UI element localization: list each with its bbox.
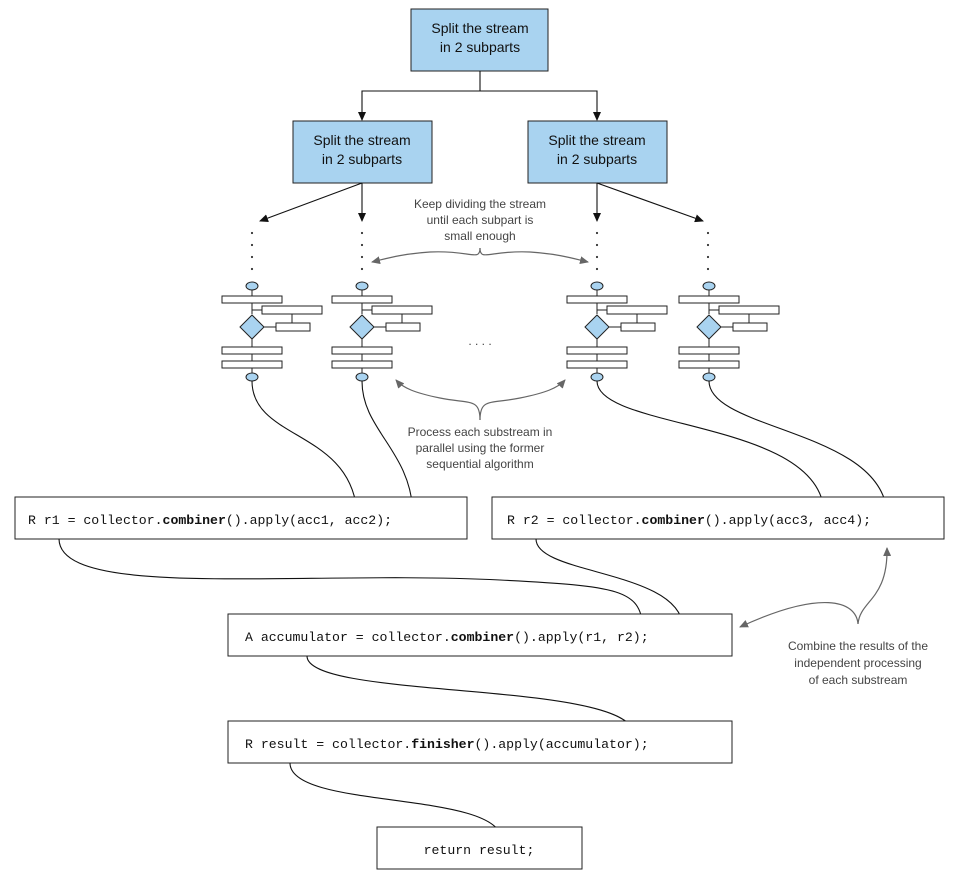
svg-text:R r1 = collector.combiner().ap: R r1 = collector.combiner().apply(acc1, … [28, 513, 392, 528]
code-box-finisher: R result = collector.finisher().apply(ac… [227, 720, 733, 764]
svg-text:Split the stream: Split the stream [548, 132, 645, 148]
svg-text:R r2 = collector.combiner().ap: R r2 = collector.combiner().apply(acc3, … [507, 513, 871, 528]
dotted-continuation [250, 231, 710, 271]
flow-to-acc1 [251, 380, 361, 513]
split-box-right: Split the stream in 2 subparts [527, 120, 668, 184]
connector-top-right [480, 90, 601, 121]
code-box-return: return result; [376, 826, 583, 870]
note-process-substream: Process each substream in parallel using… [395, 379, 566, 471]
svg-text:small enough: small enough [444, 229, 515, 243]
split-box-top: Split the stream in 2 subparts [410, 8, 549, 72]
svg-text:A accumulator = collector.comb: A accumulator = collector.combiner().app… [245, 630, 649, 645]
finisher-to-return [289, 762, 506, 841]
flow-to-acc2 [361, 380, 417, 513]
svg-text:return result;: return result; [424, 843, 535, 858]
flowchart-substream-3 [566, 281, 668, 382]
note-keep-dividing: Keep dividing the stream until each subp… [371, 197, 589, 265]
svg-text:sequential algorithm: sequential algorithm [426, 457, 533, 471]
flow-to-acc4 [708, 380, 891, 513]
svg-text:independent processing: independent processing [794, 656, 921, 670]
svg-text:of each substream: of each substream [809, 673, 908, 687]
flow-to-acc3 [596, 380, 828, 513]
accumulator-to-finisher [306, 655, 638, 735]
connector-top-left [358, 71, 481, 121]
ellipsis: . . . . [468, 334, 491, 348]
svg-text:Split the stream: Split the stream [313, 132, 410, 148]
svg-text:R result = collector.finisher(: R result = collector.finisher().apply(ac… [245, 737, 649, 752]
svg-text:Process each substream in: Process each substream in [408, 425, 553, 439]
code-box-accumulator: A accumulator = collector.combiner().app… [227, 613, 733, 657]
svg-text:Combine the results of the: Combine the results of the [788, 639, 928, 653]
svg-text:in 2 subparts: in 2 subparts [440, 39, 520, 55]
svg-text:Split the stream: Split the stream [431, 20, 528, 36]
r1-to-accumulator [58, 538, 647, 628]
svg-text:parallel using the former: parallel using the former [416, 441, 545, 455]
code-box-r1: R r1 = collector.combiner().apply(acc1, … [14, 496, 468, 540]
code-box-r2: R r2 = collector.combiner().apply(acc3, … [491, 496, 945, 540]
split-arrow [259, 182, 363, 222]
flowchart-substream-1 [221, 281, 323, 382]
split-arrow [596, 182, 704, 223]
note-combine-results: Combine the results of the independent p… [739, 547, 928, 687]
svg-text:in 2 subparts: in 2 subparts [557, 151, 637, 167]
svg-text:Keep dividing the stream: Keep dividing the stream [414, 197, 546, 211]
svg-text:until each subpart is: until each subpart is [427, 213, 534, 227]
r2-to-accumulator [535, 538, 687, 628]
flowchart-substream-4 [678, 281, 780, 382]
split-box-left: Split the stream in 2 subparts [292, 120, 433, 184]
flowchart-substream-2 [331, 281, 433, 382]
svg-text:in 2 subparts: in 2 subparts [322, 151, 402, 167]
